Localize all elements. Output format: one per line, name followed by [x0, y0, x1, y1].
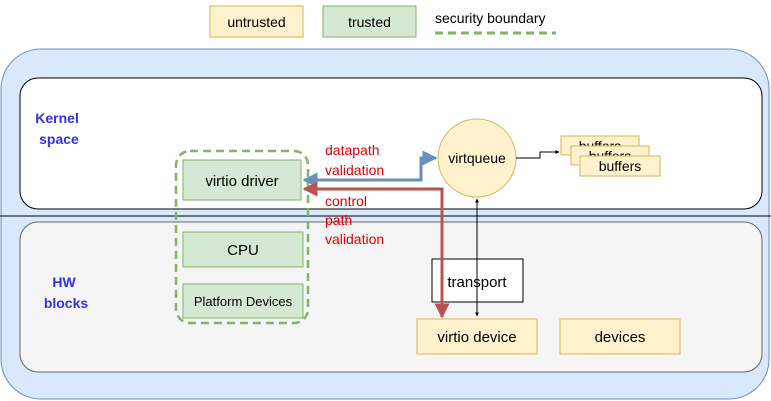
legend: untrusted trusted security boundary	[209, 5, 556, 38]
hw-blocks-label: HW blocks	[44, 274, 89, 311]
datapath-validation-label: datapath validation	[325, 142, 384, 178]
legend-trusted-label: trusted	[348, 14, 391, 30]
platform-devices-label: Platform Devices	[194, 294, 293, 309]
devices-label: devices	[595, 329, 646, 346]
virtio-device-label: virtio device	[437, 329, 516, 346]
virtio-driver-node: virtio driver	[182, 159, 302, 201]
legend-security-boundary-label: security boundary	[435, 10, 546, 26]
cpu-box	[182, 231, 304, 268]
virtio-device-node: virtio device	[416, 318, 538, 355]
devices-node: devices	[559, 318, 681, 355]
buffers-stack: buffers buffers buffers	[560, 135, 661, 177]
buffers-front-label: buffers	[599, 158, 642, 174]
devices-box	[559, 318, 681, 355]
legend-security-boundary: security boundary	[435, 10, 556, 35]
legend-untrusted-label: untrusted	[227, 14, 285, 30]
virtqueue-label: virtqueue	[448, 150, 506, 166]
control-path-arrow	[302, 181, 450, 319]
kernel-space-label: Kernel space	[35, 110, 82, 147]
legend-untrusted: untrusted	[209, 5, 304, 38]
virtqueue-node: virtqueue	[437, 118, 517, 198]
legend-trusted: trusted	[322, 5, 417, 38]
buffers-front-box	[579, 155, 661, 177]
legend-trusted-swatch	[322, 5, 417, 38]
datapath-arrow	[302, 150, 438, 188]
legend-untrusted-swatch	[209, 5, 304, 38]
virtio-device-box	[416, 318, 538, 355]
control-path-validation-label: control path validation	[325, 193, 384, 247]
cpu-node: CPU	[182, 231, 304, 268]
virtio-driver-box	[182, 159, 302, 201]
platform-devices-node: Platform Devices	[182, 283, 304, 319]
virtqueue-buffers-arrow	[516, 150, 560, 159]
cpu-label: CPU	[227, 242, 259, 259]
virtio-driver-label: virtio driver	[205, 173, 278, 190]
